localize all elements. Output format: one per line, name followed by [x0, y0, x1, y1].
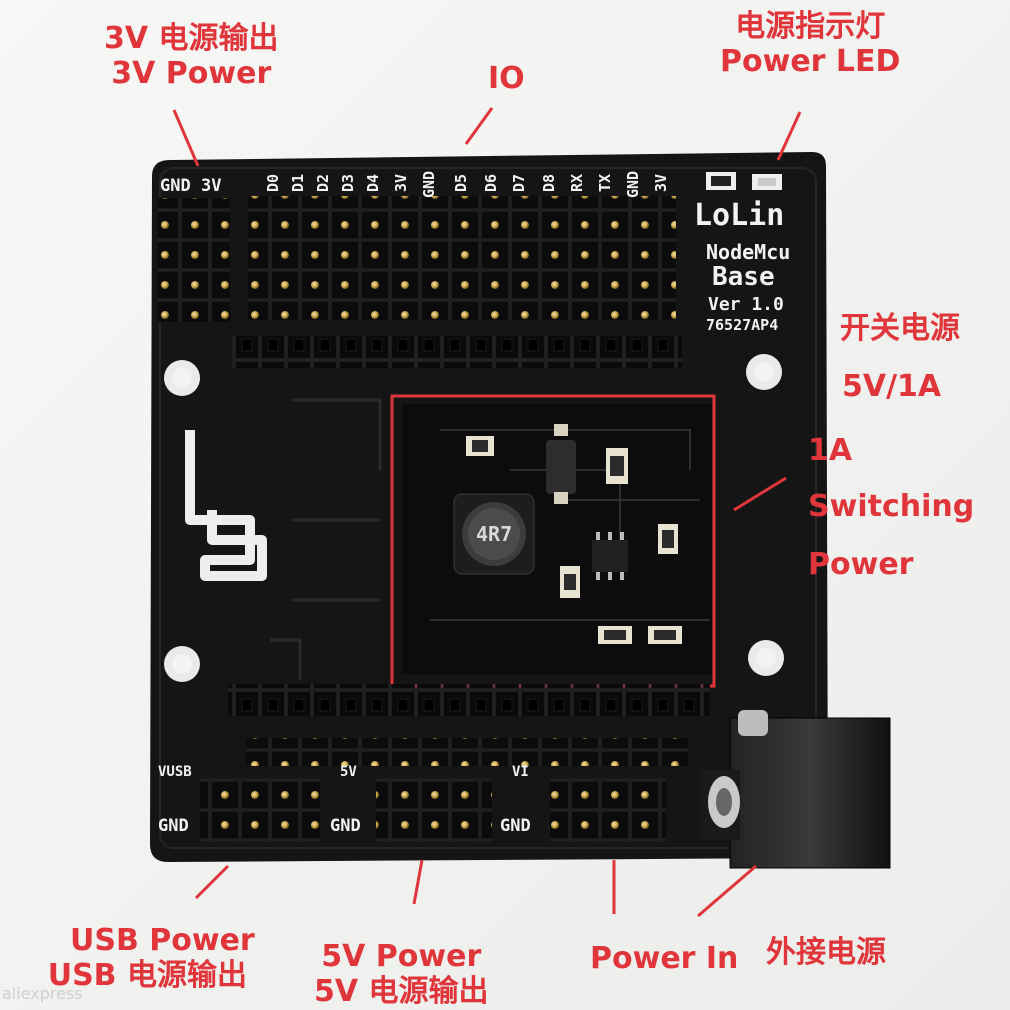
pcb-code: 76527AP4	[706, 316, 779, 334]
inductor-marking: 4R7	[476, 522, 513, 546]
header-vin-power	[550, 778, 666, 842]
header-usb-power	[200, 778, 320, 842]
dc-barrel-jack	[700, 710, 891, 869]
pin-label: D4	[364, 173, 382, 192]
inductor	[453, 493, 535, 575]
label-switch-power-spec: 5V/1A	[842, 369, 942, 404]
pin-label: GND	[624, 170, 642, 198]
pcb-version: Ver 1.0	[708, 294, 784, 315]
label-external-power: 外接电源	[766, 935, 886, 970]
header-5v-power	[376, 778, 492, 842]
pin-label: 3V	[652, 173, 670, 192]
pin-label: D1	[289, 173, 307, 192]
bottom-pin-row	[246, 738, 688, 766]
header-3v-gnd	[158, 198, 230, 322]
pin-label: D7	[510, 173, 528, 192]
label-power-in: Power In	[590, 941, 739, 976]
pcb-model: NodeMcu	[706, 240, 791, 264]
label-io: IO	[488, 61, 525, 96]
label-switching-power: Power	[808, 547, 914, 582]
pin-label: D3	[339, 173, 357, 192]
pcb-vusb-label: VUSB	[158, 764, 192, 780]
label-power-led: 电源指示灯 Power LED	[720, 9, 901, 79]
pcb-5v-label: 5V	[340, 764, 357, 780]
pin-label: D6	[482, 173, 500, 192]
label-switching-1a: 1A	[808, 433, 853, 468]
mounting-holes	[164, 354, 784, 682]
power-led	[706, 172, 782, 190]
pin-label: TX	[596, 173, 614, 192]
label-usb-power: USB Power USB 电源输出	[47, 923, 255, 993]
label-switching: Switching	[808, 489, 975, 524]
smd-components	[466, 424, 682, 644]
pin-label: RX	[568, 173, 586, 192]
label-3v-power: 3V 电源输出 3V Power	[104, 21, 279, 91]
pcb-gnd-label: GND	[158, 816, 189, 836]
female-header-bottom	[228, 684, 710, 716]
pin-label: D5	[452, 173, 470, 192]
pin-label: D8	[540, 173, 558, 192]
pcb-vin-label: VI	[512, 764, 529, 780]
pcb-gnd-label: GND	[330, 816, 361, 836]
pcb-gnd-3v-label: GND 3V	[160, 176, 222, 196]
annotation-pointers	[172, 107, 802, 918]
watermark: aliexpress	[2, 984, 83, 1003]
pcb-subtitle: Base	[712, 262, 775, 292]
pcb-gnd-label: GND	[500, 816, 531, 836]
pin-label: 3V	[392, 173, 410, 192]
pcb-brand: LoLin	[694, 198, 785, 233]
female-header-top	[232, 336, 682, 368]
label-5v-power: 5V Power 5V 电源输出	[314, 939, 489, 1009]
header-io	[248, 196, 676, 320]
pin-label: GND	[420, 170, 438, 198]
label-switch-power-cn: 开关电源	[840, 311, 960, 346]
pin-label: D0	[264, 173, 282, 192]
antenna-silkscreen	[185, 430, 267, 581]
pin-label: D2	[314, 173, 332, 192]
